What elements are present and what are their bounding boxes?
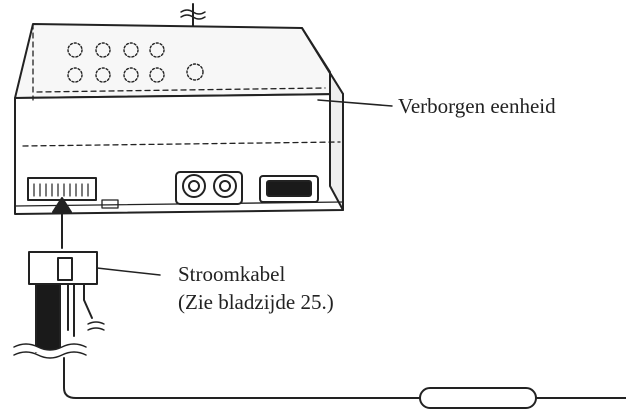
power-cable-bundle (11, 283, 105, 359)
power-cable-plug (28, 251, 161, 285)
hidden-unit-leader (317, 99, 393, 107)
insert-arrow (52, 197, 72, 249)
power-socket (27, 177, 97, 201)
rca-jacks (175, 171, 243, 205)
long-cable (63, 357, 626, 409)
digital-port (259, 175, 319, 203)
hidden-unit-label: Verborgen eenheid (398, 94, 556, 118)
power-cable-page-reference: (Zie bladzijde 25.) (178, 290, 334, 314)
vent-holes (67, 42, 204, 83)
power-cable-label: Stroomkabel (178, 262, 286, 286)
